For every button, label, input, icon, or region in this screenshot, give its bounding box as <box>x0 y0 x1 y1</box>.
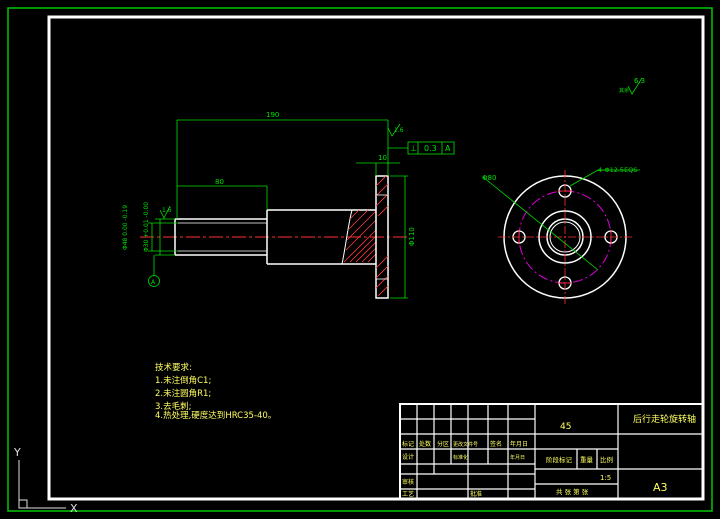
roughness-other-value: 6.3 <box>634 77 645 85</box>
notes-title: 技术要求: <box>155 362 192 373</box>
roughness-other-note: 其余 <box>619 87 629 94</box>
tb-format: A3 <box>653 481 668 494</box>
tb-weight: 重量 <box>580 456 594 464</box>
tb-left-label: 审核 <box>402 478 414 486</box>
tb-row-label: 年月日 <box>510 440 528 448</box>
tb-row-label: 标记 <box>402 440 414 448</box>
note-item: 3.去毛刺; <box>155 401 191 412</box>
dim-overall-length: 190 <box>266 111 279 119</box>
dim-flange-dia: Φ110 <box>408 227 416 246</box>
tol-datum: A <box>445 144 451 153</box>
datum-label: A <box>151 279 156 286</box>
tb-row-label: 分区 <box>437 440 449 448</box>
roughness-other-symbol <box>627 77 643 95</box>
outer-border <box>7 7 713 512</box>
tb-row-label: 签名 <box>490 440 502 448</box>
tb-material: 45 <box>560 422 571 432</box>
tb-left-label: 工艺 <box>402 490 414 498</box>
tol-symbol: ⊥ <box>410 144 417 153</box>
tb-extra-label: 批准 <box>470 490 482 498</box>
dim-shaft-dia: Φ48 0.00 -0.19 <box>122 205 129 250</box>
roughness-face: 1.6 <box>394 127 404 134</box>
tb-row-label: 年月日 <box>510 454 525 461</box>
shaft-side-view <box>140 175 410 299</box>
note-item: 2.未注圆角R1; <box>155 388 211 399</box>
tb-row-label: 处数 <box>419 440 431 448</box>
tb-stage-mark: 阶段标记 <box>546 455 573 464</box>
ucs-x-label: X <box>70 502 78 515</box>
tb-row-label: 标准化 <box>453 454 468 461</box>
note-item: 4.热处理,硬度达到HRC35-40。 <box>155 410 276 421</box>
roughness-shaft: 1.6 <box>162 207 172 214</box>
dim-bore-dia: Φ30 +0.01 -0.00 <box>143 202 150 252</box>
tb-sheet: 共 张 第 张 <box>556 487 589 496</box>
dim-flange-thickness: 10 <box>378 154 387 162</box>
front-view <box>482 169 640 304</box>
side-dimensions <box>148 119 455 299</box>
inner-frame <box>47 15 705 501</box>
dim-shaft-length: 80 <box>215 178 224 186</box>
ucs-icon <box>18 460 66 509</box>
technical-notes: 技术要求: 1.未注倒角C1; 2.未注圆角R1; 3.去毛刺; 4.热处理,硬… <box>155 362 276 421</box>
dim-holes: 4-Φ12.5EQS <box>598 166 637 174</box>
tb-row-label: 设计 <box>402 453 414 461</box>
title-block <box>399 403 704 500</box>
ucs-y-label: Y <box>13 446 21 459</box>
tol-value: 0.3 <box>424 144 437 153</box>
hatch-lines <box>343 209 377 263</box>
tb-scale-header: 比例 <box>600 455 613 464</box>
tb-scale-value: 1:5 <box>600 474 611 482</box>
note-item: 1.未注倒角C1; <box>155 375 211 386</box>
dim-pcd: Φ80 <box>482 174 496 182</box>
tb-part-name: 后行走轮旋转轴 <box>633 413 696 425</box>
tb-row-label: 更改文件号 <box>453 441 478 448</box>
